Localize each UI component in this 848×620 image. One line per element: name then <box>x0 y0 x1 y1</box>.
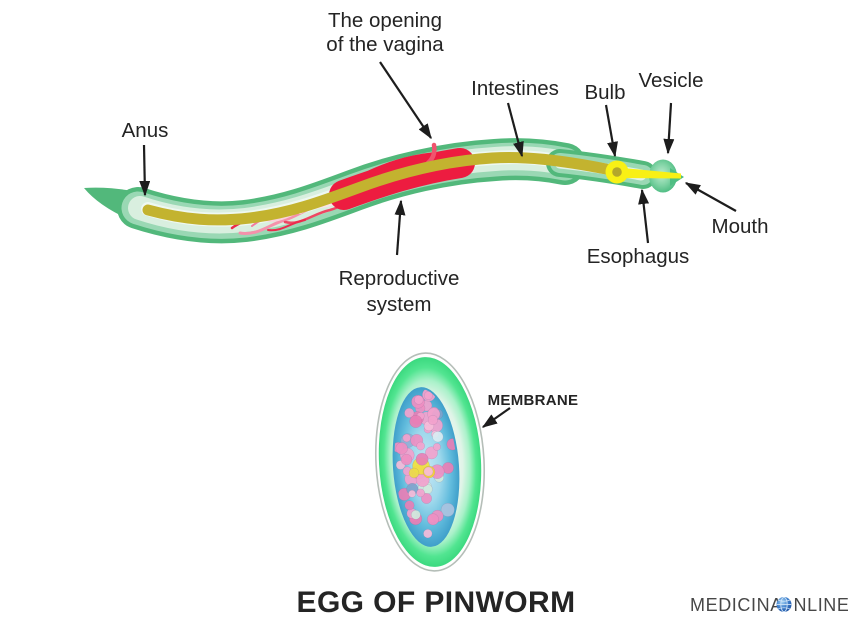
vagina-label-line1: The opening <box>328 9 442 32</box>
annotation-labels: The opening of the vagina Anus Intestine… <box>122 9 769 619</box>
annotation-arrows <box>139 61 737 428</box>
reproductive-arrow <box>394 199 406 256</box>
bulb-core <box>612 167 622 177</box>
reproductive-label-line1: Reproductive <box>339 267 460 290</box>
egg-cell <box>427 513 439 526</box>
egg-cell <box>421 492 432 504</box>
reproductive-label-line2: system <box>367 293 432 316</box>
egg-cell <box>433 442 441 451</box>
egg-cell <box>415 452 429 466</box>
egg-cell <box>416 441 425 451</box>
egg-cell <box>409 415 423 428</box>
esophagus-canal <box>612 167 681 179</box>
egg-cell <box>408 467 420 479</box>
membrane-arrow <box>481 407 511 428</box>
egg-cell <box>408 489 416 498</box>
egg-cell <box>404 407 415 418</box>
egg-cell <box>414 395 424 405</box>
egg-cells <box>392 387 459 539</box>
membrane-label: MEMBRANE <box>488 392 579 409</box>
bulb-arrow <box>604 104 618 158</box>
vagina-arrow <box>379 61 432 140</box>
vesicle-arrow <box>663 102 675 155</box>
mouth-arrow <box>684 182 737 212</box>
egg-cell <box>416 488 425 498</box>
intestines-label: Intestines <box>471 77 559 100</box>
egg-cell <box>395 442 408 455</box>
vagina-label-line2: of the vagina <box>326 33 444 56</box>
bulb-label: Bulb <box>584 81 625 104</box>
egg-cell <box>427 414 438 426</box>
anus-label: Anus <box>122 119 169 142</box>
egg-illustration <box>374 352 486 572</box>
egg-title: EGG OF PINWORM <box>297 586 576 619</box>
egg-cell <box>410 509 421 520</box>
globe-icon <box>776 596 792 613</box>
egg-cell <box>404 500 415 511</box>
egg-cell <box>432 431 444 443</box>
intestines-arrow <box>506 102 524 158</box>
mouth-label: Mouth <box>712 215 769 238</box>
egg-cell <box>423 529 433 539</box>
esophagus-arrow <box>638 188 650 244</box>
watermark: MEDICINA NLINE <box>690 595 848 615</box>
esophagus-label: Esophagus <box>587 245 690 268</box>
egg-cell <box>424 391 433 400</box>
egg-cell <box>402 433 411 443</box>
egg-cell <box>425 446 438 460</box>
pinworm-body-illustration <box>84 138 684 244</box>
vesicle-label: Vesicle <box>639 69 704 92</box>
egg-cell <box>400 453 413 466</box>
anus-arrow <box>139 144 151 197</box>
watermark-text-suffix: NLINE <box>794 595 848 615</box>
egg-cell <box>423 466 434 477</box>
intestine-band <box>142 151 612 226</box>
watermark-text-prefix: MEDICINA <box>690 595 783 615</box>
